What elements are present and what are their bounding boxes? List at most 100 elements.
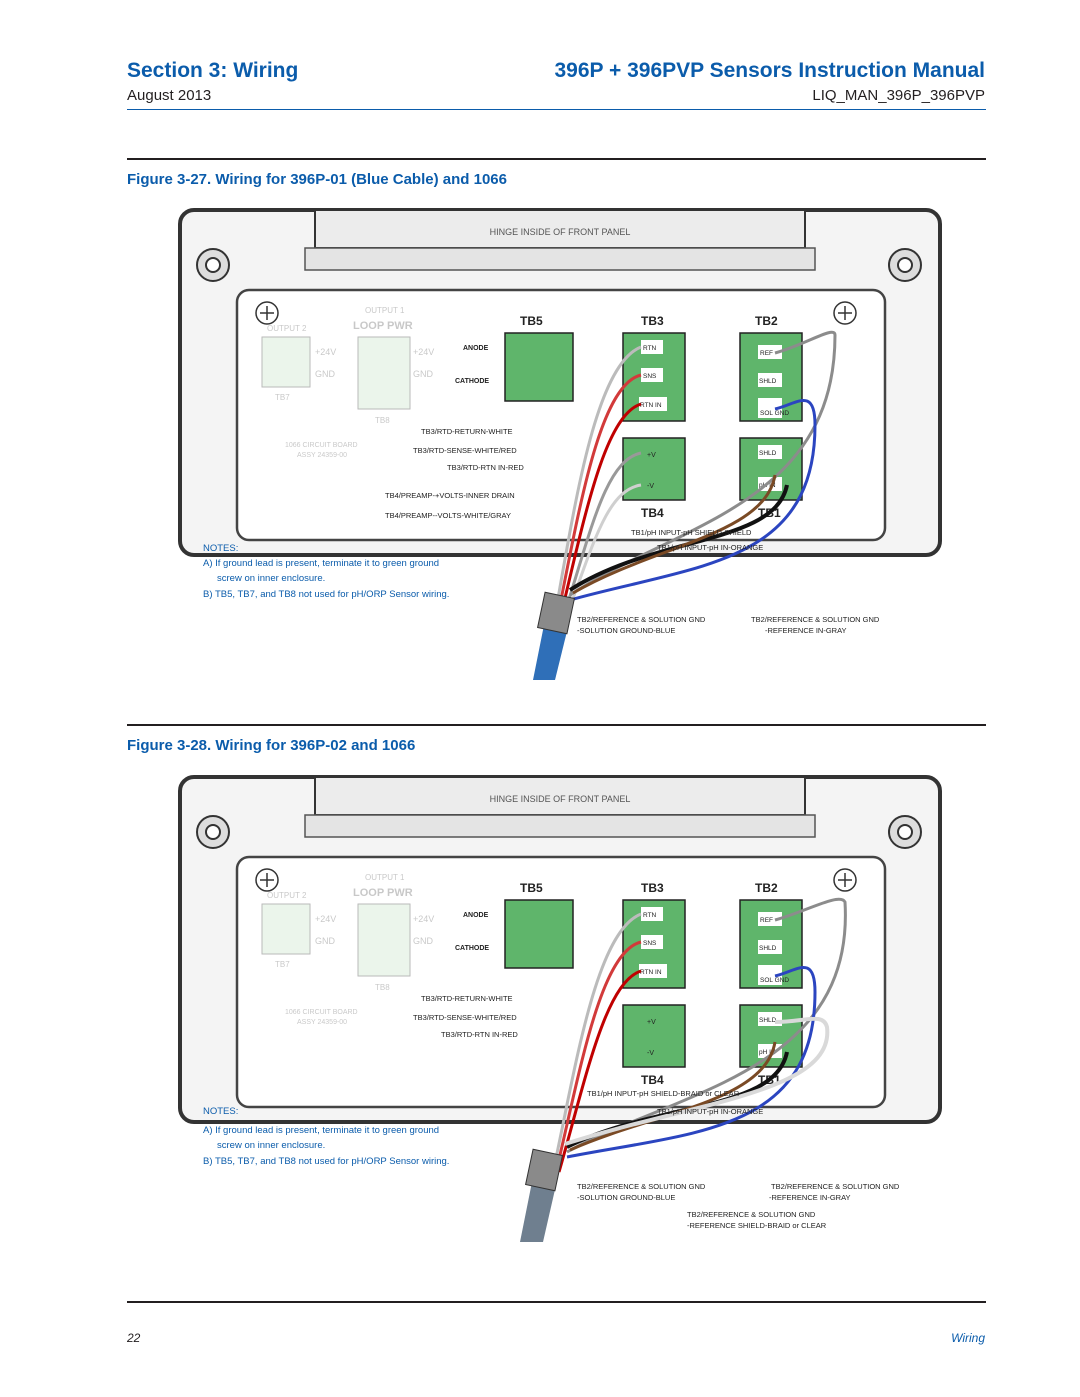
- svg-text:LOOP PWR: LOOP PWR: [353, 320, 413, 332]
- wire-callouts: TB3/RTD-RETURN-WHITE TB3/RTD-SENSE-WHITE…: [385, 427, 880, 635]
- svg-text:TB2/REFERENCE & SOLUTION GND: TB2/REFERENCE & SOLUTION GND: [687, 1210, 816, 1219]
- svg-text:RTN: RTN: [643, 345, 657, 352]
- tb5-block: [504, 332, 574, 402]
- svg-text:TB4/PREAMP-+VOLTS-INNER DRAIN: TB4/PREAMP-+VOLTS-INNER DRAIN: [385, 491, 515, 500]
- tb4-block: [622, 437, 686, 501]
- page-number: 22: [127, 1331, 141, 1345]
- svg-text:TB8: TB8: [375, 416, 390, 425]
- sensor-wires: [553, 330, 837, 616]
- svg-text:SNS: SNS: [643, 940, 657, 947]
- svg-text:+V: +V: [647, 1019, 656, 1026]
- svg-text:GND: GND: [315, 369, 336, 379]
- svg-text:SNS: SNS: [643, 373, 657, 380]
- svg-text:+24V: +24V: [413, 914, 434, 924]
- svg-text:REF: REF: [760, 350, 773, 357]
- svg-text:LOOP PWR: LOOP PWR: [353, 887, 413, 899]
- svg-text:GND: GND: [413, 936, 434, 946]
- tb4-label: TB4: [641, 1073, 664, 1087]
- figure-divider-rule: [127, 724, 986, 726]
- svg-text:SHLD: SHLD: [759, 945, 777, 952]
- svg-text:ASSY 24359-00: ASSY 24359-00: [297, 452, 347, 459]
- svg-text:-V: -V: [647, 483, 654, 490]
- svg-text:TB3/RTD-RETURN-WHITE: TB3/RTD-RETURN-WHITE: [421, 994, 513, 1003]
- svg-text:-REFERENCE IN-GRAY: -REFERENCE IN-GRAY: [769, 1193, 851, 1202]
- svg-text:TB3/RTD-SENSE-WHITE/RED: TB3/RTD-SENSE-WHITE/RED: [413, 446, 517, 455]
- notes: NOTES: A) If ground lead is present, ter…: [203, 543, 449, 600]
- svg-text:A) If ground lead is present,: A) If ground lead is present, terminate …: [203, 558, 439, 569]
- svg-text:-SOLUTION GROUND-BLUE: -SOLUTION GROUND-BLUE: [577, 1193, 675, 1202]
- svg-text:CATHODE: CATHODE: [455, 945, 489, 952]
- figure-caption-3-28: Figure 3-28. Wiring for 396P-02 and 1066: [127, 737, 416, 754]
- hinge-panel: [314, 776, 806, 816]
- notes: NOTES: A) If ground lead is present, ter…: [203, 1106, 449, 1167]
- svg-text:1066 CIRCUIT BOARD: 1066 CIRCUIT BOARD: [285, 442, 358, 449]
- svg-text:B) TB5, TB7, and TB8 not used: B) TB5, TB7, and TB8 not used for pH/ORP…: [203, 1156, 449, 1167]
- sensor-wires: [551, 897, 847, 1173]
- wiring-diagram-396p-02: HINGE INSIDE OF FRONT PANEL OUTPUT 2 OUT…: [178, 775, 942, 1242]
- svg-text:+24V: +24V: [413, 347, 434, 357]
- hinge-label: HINGE INSIDE OF FRONT PANEL: [490, 227, 631, 237]
- svg-text:SHLD: SHLD: [759, 1017, 777, 1024]
- tb5-label: TB5: [520, 881, 543, 895]
- svg-text:1066 CIRCUIT BOARD: 1066 CIRCUIT BOARD: [285, 1009, 358, 1016]
- svg-text:RTN IN: RTN IN: [640, 402, 662, 409]
- svg-text:TB1/pH INPUT-pH IN-ORANGE: TB1/pH INPUT-pH IN-ORANGE: [657, 1107, 763, 1116]
- svg-text:B) TB5, TB7, and TB8 not used: B) TB5, TB7, and TB8 not used for pH/ORP…: [203, 589, 449, 600]
- unused-terminal-blocks: OUTPUT 2 OUTPUT 1 LOOP PWR +24V +24V GND…: [261, 873, 434, 1026]
- svg-text:-V: -V: [647, 1050, 654, 1057]
- svg-text:TB2/REFERENCE & SOLUTION GND: TB2/REFERENCE & SOLUTION GND: [771, 1182, 900, 1191]
- svg-text:TB3/RTD-RTN IN-RED: TB3/RTD-RTN IN-RED: [441, 1030, 518, 1039]
- svg-text:NOTES:: NOTES:: [203, 1106, 238, 1117]
- svg-text:REF: REF: [760, 917, 773, 924]
- svg-text:TB4/PREAMP--VOLTS-WHITE/GRAY: TB4/PREAMP--VOLTS-WHITE/GRAY: [385, 511, 511, 520]
- svg-text:RTN: RTN: [643, 912, 657, 919]
- svg-text:-REFERENCE IN-GRAY: -REFERENCE IN-GRAY: [765, 626, 847, 635]
- svg-text:TB7: TB7: [275, 960, 290, 969]
- svg-text:+24V: +24V: [315, 347, 336, 357]
- svg-text:-REFERENCE SHIELD-BRAID or CLE: -REFERENCE SHIELD-BRAID or CLEAR: [687, 1221, 827, 1230]
- document-number: LIQ_MAN_396P_396PVP: [812, 87, 985, 104]
- footer-section-label: Wiring: [951, 1331, 985, 1345]
- svg-text:ANODE: ANODE: [463, 912, 489, 919]
- tb4-label: TB4: [641, 506, 664, 520]
- svg-text:TB7: TB7: [275, 393, 290, 402]
- header-left: Section 3: Wiring August 2013: [127, 58, 298, 106]
- document-date: August 2013: [127, 87, 212, 104]
- svg-text:SOL GND: SOL GND: [760, 977, 789, 984]
- svg-text:OUTPUT 2: OUTPUT 2: [267, 324, 307, 333]
- svg-text:ASSY 24359-00: ASSY 24359-00: [297, 1019, 347, 1026]
- tb3-label: TB3: [641, 881, 664, 895]
- hinge-panel: [314, 209, 806, 249]
- tb5-label: TB5: [520, 314, 543, 328]
- svg-text:OUTPUT 1: OUTPUT 1: [365, 873, 405, 882]
- svg-text:TB1/pH INPUT-pH IN-ORANGE: TB1/pH INPUT-pH IN-ORANGE: [657, 543, 763, 552]
- svg-text:TB3/RTD-RETURN-WHITE: TB3/RTD-RETURN-WHITE: [421, 427, 513, 436]
- svg-text:ANODE: ANODE: [463, 345, 489, 352]
- svg-text:+24V: +24V: [315, 914, 336, 924]
- svg-text:OUTPUT 1: OUTPUT 1: [365, 306, 405, 315]
- svg-text:TB2/REFERENCE & SOLUTION GND: TB2/REFERENCE & SOLUTION GND: [577, 615, 706, 624]
- footer-rule: [127, 1301, 986, 1303]
- svg-text:SOL GND: SOL GND: [760, 410, 789, 417]
- tb3-label: TB3: [641, 314, 664, 328]
- svg-text:TB8: TB8: [375, 983, 390, 992]
- manual-title: 396P + 396PVP Sensors Instruction Manual: [554, 59, 986, 82]
- cable-gland: [524, 1148, 564, 1192]
- svg-text:TB3/RTD-RTN IN-RED: TB3/RTD-RTN IN-RED: [447, 463, 524, 472]
- inner-enclosure: [235, 855, 887, 1109]
- figure-caption-3-27: Figure 3-27. Wiring for 396P-01 (Blue Ca…: [127, 171, 507, 188]
- section-title: Section 3: Wiring: [127, 59, 299, 82]
- svg-text:screw on inner enclosure.: screw on inner enclosure.: [217, 1140, 325, 1151]
- svg-text:GND: GND: [315, 936, 336, 946]
- header-rule: [127, 109, 986, 110]
- svg-text:+V: +V: [647, 452, 656, 459]
- tb5-block: [504, 899, 574, 969]
- svg-text:SHLD: SHLD: [759, 450, 777, 457]
- svg-text:screw on inner enclosure.: screw on inner enclosure.: [217, 573, 325, 584]
- inner-enclosure: [235, 288, 887, 542]
- tb4-block: [622, 1004, 686, 1068]
- svg-text:GND: GND: [413, 369, 434, 379]
- svg-text:TB2/REFERENCE & SOLUTION GND: TB2/REFERENCE & SOLUTION GND: [751, 615, 880, 624]
- hinge-label: HINGE INSIDE OF FRONT PANEL: [490, 794, 631, 804]
- svg-text:NOTES:: NOTES:: [203, 543, 238, 554]
